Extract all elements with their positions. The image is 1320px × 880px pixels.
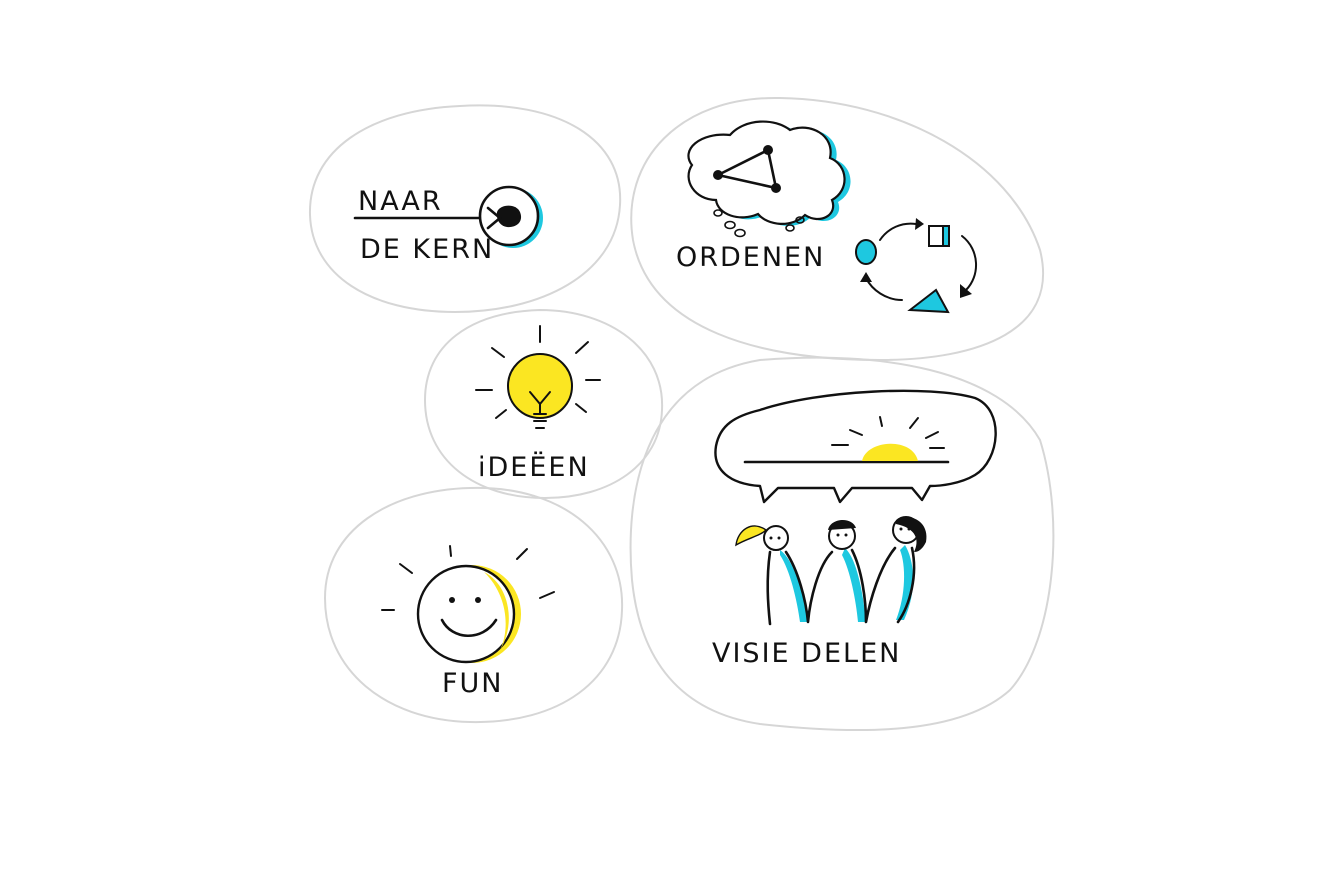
target-icon: [478, 185, 543, 248]
ideeen-bubble: [423, 308, 664, 500]
visie-delen-bubble: [629, 356, 1055, 732]
ideeen-section: iDEËEN: [423, 308, 664, 500]
cycle-shapes-icon: [855, 218, 978, 314]
naar-label: NAAR: [358, 186, 443, 217]
fun-section: FUN: [323, 486, 624, 724]
visie-delen-label: VISIE DELEN: [712, 638, 901, 669]
ordenen-section: ORDENEN: [630, 96, 1045, 362]
de-kern-label: DE KERN: [360, 234, 494, 265]
ordenen-bubble: [630, 96, 1045, 362]
thought-cloud-icon: [687, 120, 851, 238]
naar-de-kern-bubble: [308, 104, 622, 314]
ordenen-label: ORDENEN: [676, 242, 825, 273]
lightbulb-icon: [475, 325, 601, 429]
fun-bubble: [323, 486, 624, 724]
visie-delen-section: VISIE DELEN: [629, 356, 1055, 732]
ideeen-label: iDEËEN: [478, 451, 590, 483]
naar-de-kern-section: NAAR DE KERN: [308, 104, 622, 314]
fun-label: FUN: [442, 668, 504, 699]
speech-bubble-icon: [714, 389, 997, 504]
three-people-icon: [735, 516, 927, 626]
smiley-sun-icon: [381, 545, 555, 664]
